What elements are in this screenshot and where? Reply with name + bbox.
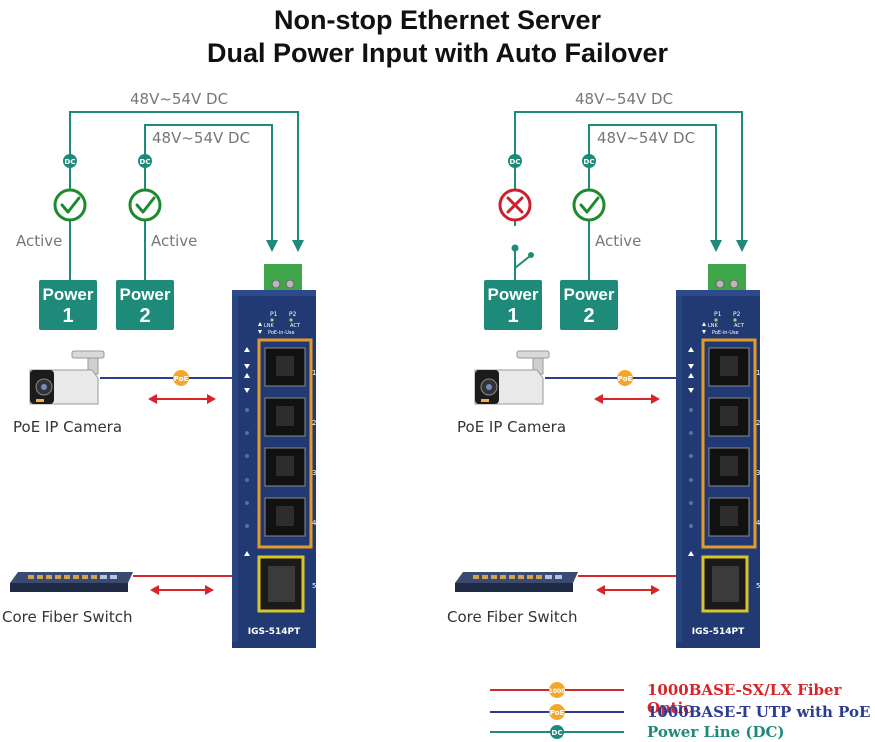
- status-active-label: Active: [595, 232, 642, 250]
- dc-badge: DC: [508, 154, 522, 168]
- bidirectional-arrow-icon: [148, 394, 216, 404]
- dc-line-1: [514, 111, 743, 282]
- industrial-switch-device: P1 P2 LNK ACT PoE-in-Use: [676, 264, 761, 648]
- status-active-label: Active: [151, 232, 198, 250]
- camera-label: PoE IP Camera: [13, 418, 123, 436]
- svg-text:P2: P2: [289, 311, 297, 318]
- dc-line-2: [588, 124, 717, 280]
- legend-poe-badge: [549, 704, 565, 720]
- ip-camera-icon: [474, 350, 550, 405]
- legend-fiber-badge: [549, 682, 565, 698]
- port-number: 4: [312, 519, 317, 527]
- fail-x-icon: [498, 188, 532, 222]
- dc-badge-text: DC: [65, 158, 76, 166]
- svg-text:DC: DC: [552, 729, 563, 737]
- svg-text:LNK: LNK: [264, 323, 275, 329]
- svg-text:PoE-in-Use: PoE-in-Use: [268, 330, 295, 336]
- switch-label: Core Fiber Switch: [447, 608, 578, 626]
- port-number: 1: [312, 369, 316, 377]
- dc-line-2: [144, 124, 273, 280]
- legend-fiber-text: 1000BASE-SX/LX Fiber Optic: [647, 681, 842, 717]
- bidirectional-arrow-icon: [150, 585, 214, 595]
- voltage-label: 48V~54V DC: [575, 90, 674, 108]
- svg-text:DC: DC: [510, 158, 521, 166]
- svg-text:PoE: PoE: [550, 709, 565, 717]
- svg-text:PoE: PoE: [174, 375, 189, 383]
- svg-text:DC: DC: [140, 158, 151, 166]
- power-label: Power: [119, 285, 171, 304]
- svg-text:5: 5: [756, 582, 760, 590]
- device-model-label: IGS-514PT: [248, 627, 301, 637]
- port-number: 3: [312, 469, 316, 477]
- check-circle-icon: [53, 188, 87, 222]
- svg-text:2: 2: [756, 419, 760, 427]
- industrial-switch-device: P1 P2 LNK ACT PoE-in-Use: [232, 264, 317, 648]
- svg-text:P2: P2: [733, 311, 741, 318]
- power-label: Power: [42, 285, 94, 304]
- port-number: 5: [312, 582, 316, 590]
- core-switch-icon: [10, 572, 133, 592]
- power-number: 2: [583, 305, 595, 327]
- poe-badge: PoE: [173, 370, 189, 386]
- power-input-2: Power 2: [116, 280, 174, 330]
- dc-arrow: [292, 240, 304, 252]
- svg-text:P1: P1: [714, 311, 722, 318]
- dc-badge: DC: [138, 154, 152, 168]
- svg-text:P1: P1: [270, 311, 278, 318]
- legend-dc-text: Power Line (DC): [647, 723, 785, 741]
- legend-dc-badge: [550, 725, 564, 739]
- power-input-1: Power 1: [39, 280, 97, 330]
- dc-badge: DC: [582, 154, 596, 168]
- bidirectional-arrow-icon: [596, 585, 660, 595]
- switch-label: Core Fiber Switch: [2, 608, 133, 626]
- power-number: 1: [507, 305, 519, 327]
- ip-camera-icon: [29, 350, 105, 405]
- power-input-2: Power 2: [560, 280, 618, 330]
- title-line-2: Dual Power Input with Auto Failover: [206, 38, 669, 68]
- power-label: Power: [563, 285, 615, 304]
- svg-text:IGS-514PT: IGS-514PT: [692, 627, 745, 637]
- svg-text:3: 3: [756, 469, 760, 477]
- svg-text:1000: 1000: [549, 688, 566, 695]
- dc-badge: DC: [63, 154, 77, 168]
- power-input-1: Power 1: [484, 280, 542, 330]
- svg-text:LNK: LNK: [708, 323, 719, 329]
- power-number: 1: [62, 305, 74, 327]
- voltage-label: 48V~54V DC: [597, 129, 696, 147]
- svg-text:1: 1: [756, 369, 760, 377]
- core-switch-icon: [455, 572, 578, 592]
- svg-text:PoE: PoE: [618, 375, 633, 383]
- svg-text:PoE-in-Use: PoE-in-Use: [712, 330, 739, 336]
- bidirectional-arrow-icon: [594, 394, 660, 404]
- svg-text:ACT: ACT: [290, 323, 301, 329]
- power-number: 2: [139, 305, 151, 327]
- camera-label: PoE IP Camera: [457, 418, 567, 436]
- check-circle-icon: [572, 188, 606, 222]
- port-number: 2: [312, 419, 316, 427]
- dc-arrow: [266, 240, 278, 252]
- voltage-label: 48V~54V DC: [152, 129, 251, 147]
- left-scenario: DC DC PoE: [10, 111, 317, 648]
- legend-poe-text: 1000BASE-T UTP with PoE: [647, 703, 871, 721]
- legend: 1000 PoE DC: [490, 682, 624, 739]
- svg-text:ACT: ACT: [734, 323, 745, 329]
- title-line-1: Non-stop Ethernet Server: [273, 5, 602, 35]
- status-active-label: Active: [16, 232, 63, 250]
- right-scenario: DC DC PoE: [455, 111, 761, 648]
- dc-arrow: [710, 240, 722, 252]
- svg-text:DC: DC: [584, 158, 595, 166]
- power-label: Power: [487, 285, 539, 304]
- voltage-label: 48V~54V DC: [130, 90, 229, 108]
- poe-badge: PoE: [617, 370, 633, 386]
- open-switch-icon: [511, 244, 534, 269]
- svg-text:4: 4: [756, 519, 761, 527]
- check-circle-icon: [128, 188, 162, 222]
- dc-arrow: [736, 240, 748, 252]
